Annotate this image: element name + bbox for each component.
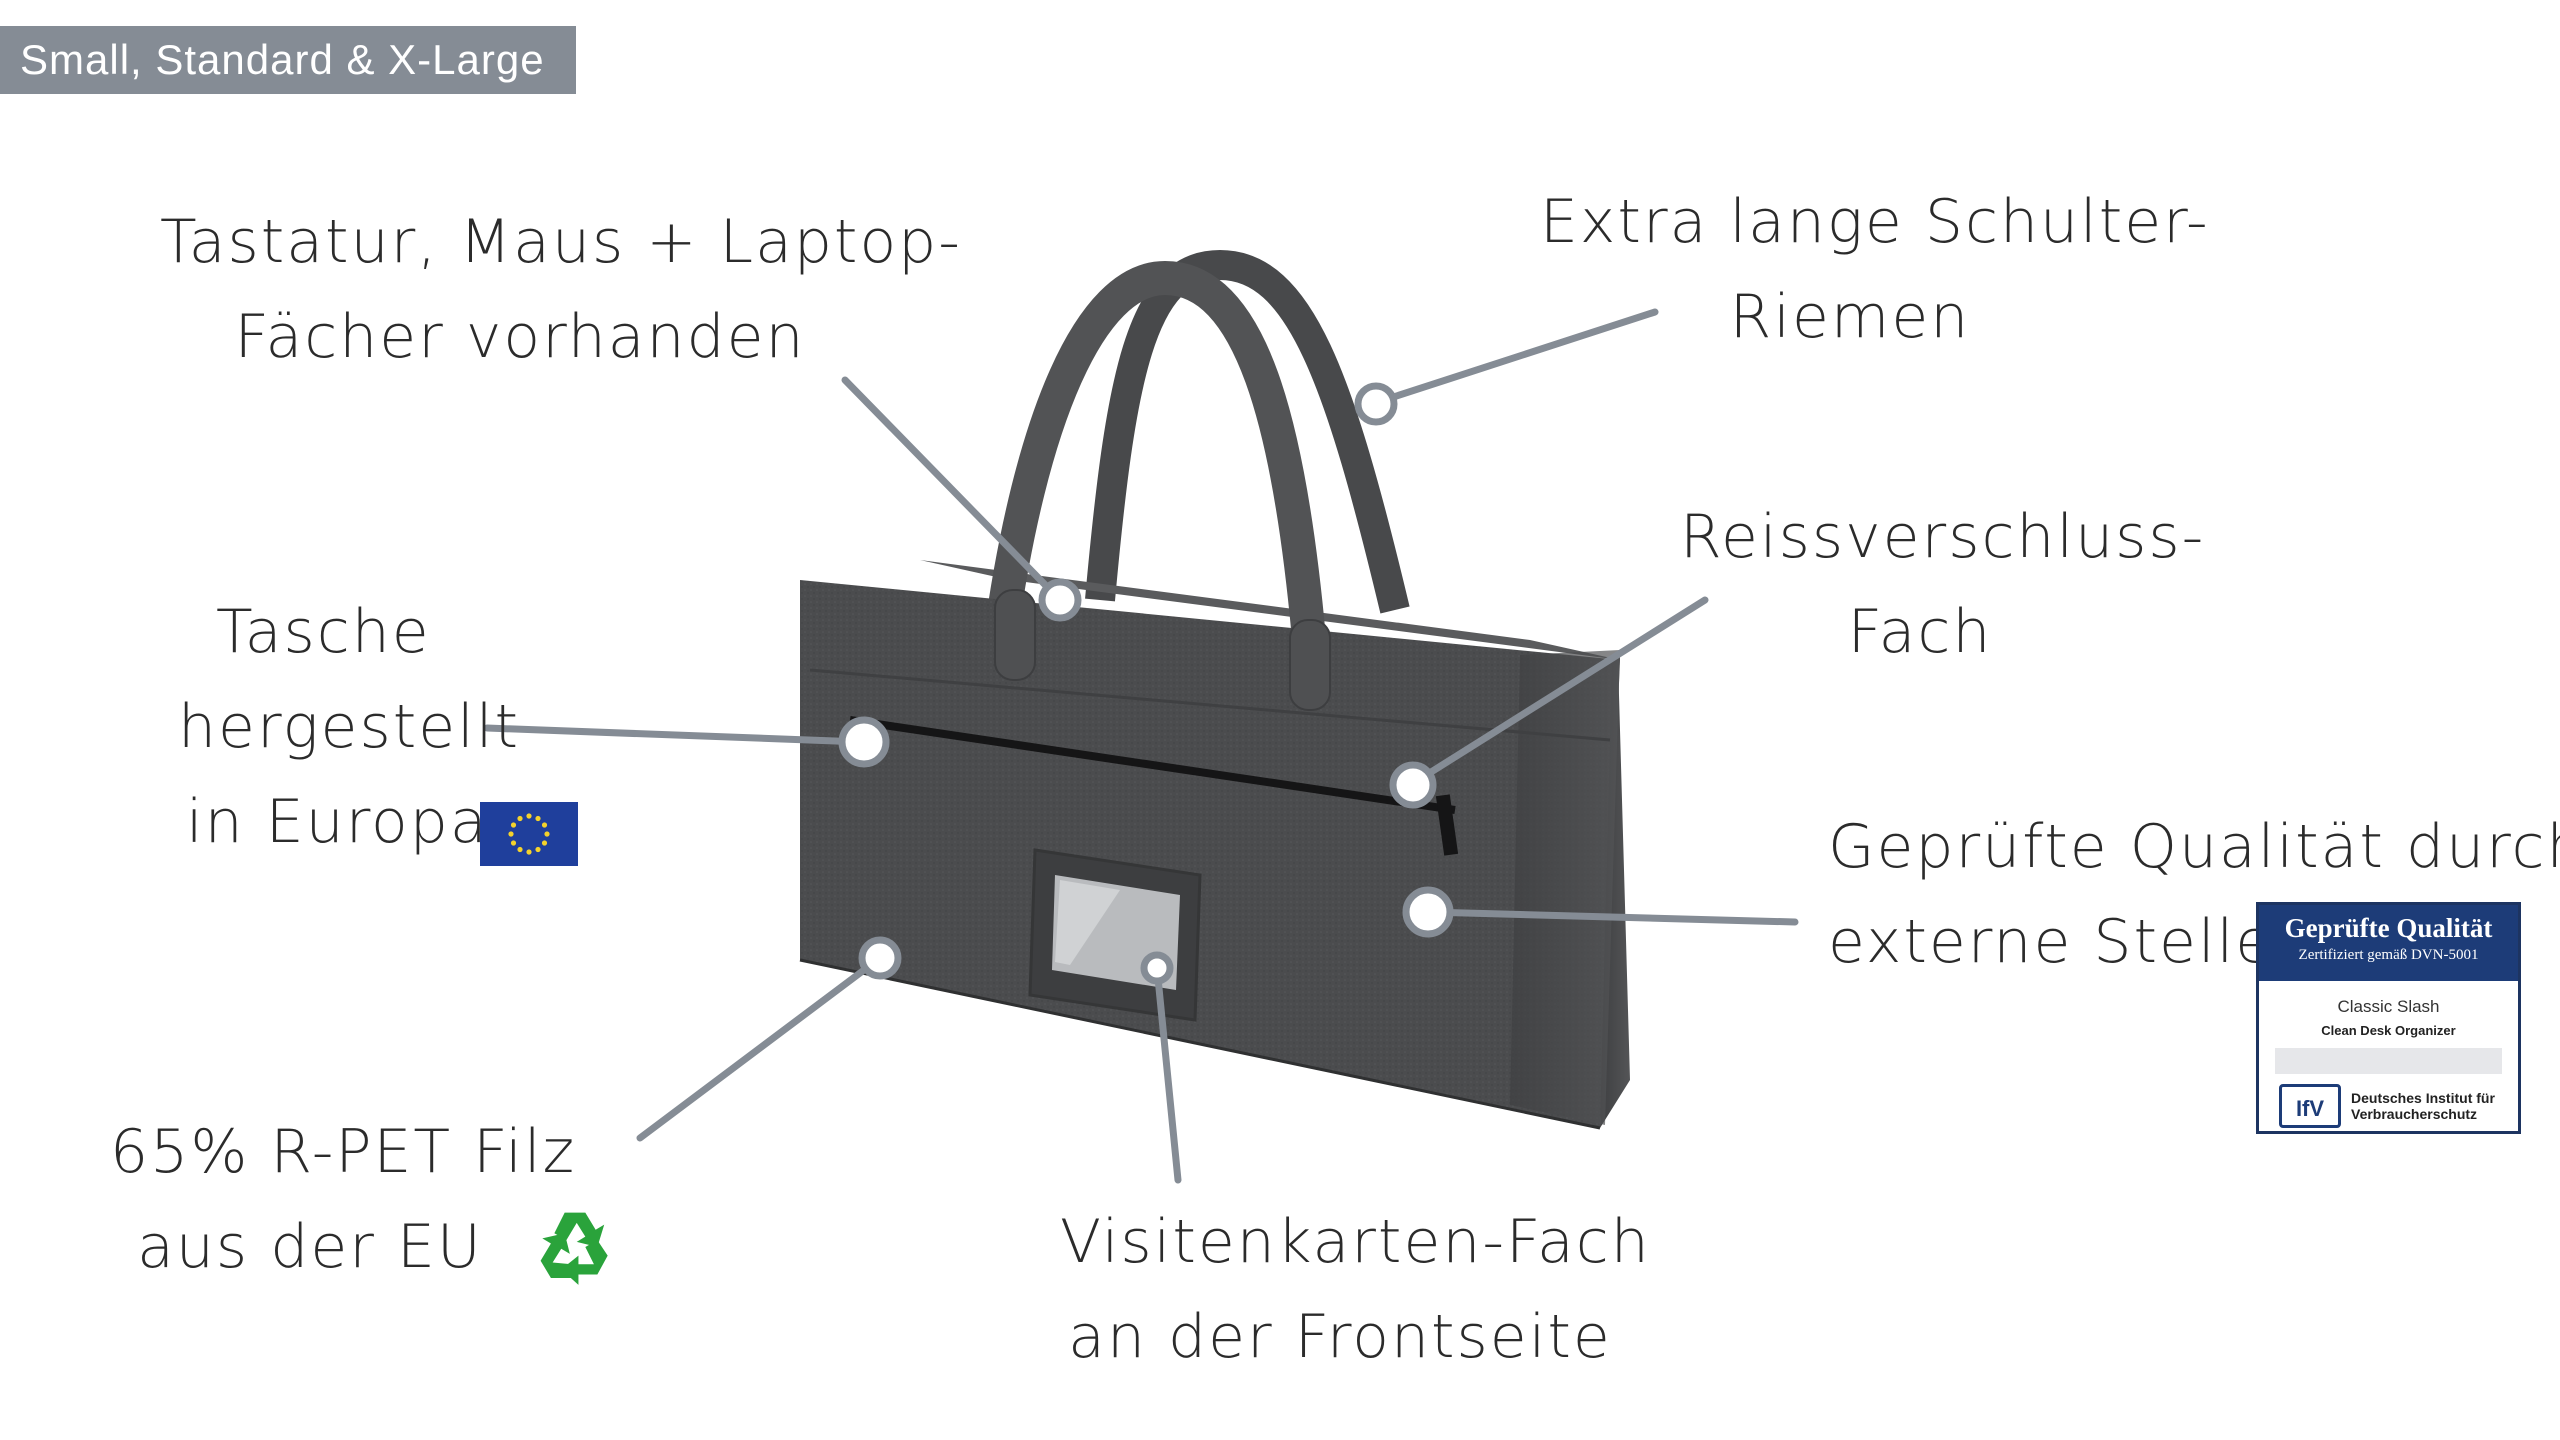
badge-header: Geprüfte Qualität Zertifiziert gemäß DVN… [2259, 905, 2518, 981]
leader-keyboard [841, 376, 1062, 602]
leader-card [1153, 964, 1182, 1184]
label-keyboard: Tastatur, Maus + Laptop- Fächer vorhande… [160, 195, 962, 385]
label-strap: Extra lange Schulter- Riemen [1540, 175, 2210, 365]
hotspot-card [1140, 951, 1174, 985]
leader-lines [483, 308, 1799, 1184]
leader-quality [1424, 908, 1799, 926]
label-zipper-line1: Reissverschluss- [1680, 502, 2206, 572]
hotspot-keyboard [1038, 578, 1082, 622]
front-handle [983, 260, 1327, 652]
label-zipper: Reissverschluss- Fach [1680, 490, 2206, 680]
label-card-line1: Visitenkarten-Fach [1060, 1207, 1651, 1277]
bag-front [800, 580, 1620, 1128]
label-quality-line1: Geprüfte Qualität durch [1828, 812, 2560, 882]
leader-felt [636, 954, 884, 1142]
label-card-line2: an der Frontseite [1068, 1302, 1612, 1372]
label-keyboard-line2: Fächer vorhanden [234, 302, 806, 372]
zipper-pull [1435, 794, 1459, 856]
label-strap-line1: Extra lange Schulter- [1540, 187, 2210, 257]
badge-product-line: Clean Desk Organizer [2321, 1023, 2456, 1038]
hotspot-quality [1402, 886, 1454, 938]
bag-bottom-edge [799, 958, 1601, 1130]
badge-title: Geprüfte Qualität [2284, 913, 2493, 943]
hotspot-zipper [1389, 761, 1437, 809]
rim-seam [809, 668, 1611, 742]
label-europe-line1: Tasche [216, 597, 431, 667]
badge-footer: IfV Deutsches Institut für Verbrauchersc… [2279, 1084, 2518, 1128]
recycle-icon [540, 1212, 608, 1285]
badge-org-line2: Verbraucherschutz [2351, 1106, 2478, 1122]
label-zipper-line2: Fach [1847, 597, 1993, 667]
back-handle [1085, 249, 1410, 614]
label-europe-line2: hergestellt [178, 692, 521, 762]
label-europe: Tasche hergestellt in Europa [178, 585, 521, 870]
label-felt-line2: aus der EU [137, 1212, 483, 1282]
label-quality: Geprüfte Qualität durch externe Stellen [1828, 800, 2560, 990]
leader-zipper [1408, 596, 1709, 788]
hotspot-strap [1354, 382, 1398, 426]
leader-europe [483, 724, 866, 746]
leader-strap [1371, 308, 1659, 407]
card-window-shine [1055, 880, 1120, 965]
quality-badge: Geprüfte Qualität Zertifiziert gemäß DVN… [2256, 902, 2521, 1134]
badge-org-line1: Deutsches Institut für [2351, 1090, 2495, 1106]
ifv-logo: IfV [2279, 1084, 2341, 1128]
bag-inner [920, 560, 1620, 660]
handle-tab-left [994, 589, 1036, 681]
hotspot-europe [838, 716, 890, 768]
hotspot-felt [858, 936, 902, 980]
label-card: Visitenkarten-Fach an der Frontseite [1060, 1195, 1651, 1385]
label-strap-line2: Riemen [1729, 282, 1971, 352]
badge-org: Deutsches Institut für Verbraucherschutz [2351, 1090, 2495, 1122]
label-keyboard-line1: Tastatur, Maus + Laptop- [160, 207, 962, 277]
label-quality-line2: externe Stellen [1828, 907, 2315, 977]
label-felt-line1: 65% R-PET Filz [110, 1117, 577, 1187]
size-tag: Small, Standard & X-Large [0, 26, 576, 94]
badge-fineprint [2275, 1048, 2502, 1074]
handle-tab-right [1289, 619, 1331, 711]
eu-flag-icon [480, 802, 578, 866]
label-felt: 65% R-PET Filz aus der EU [110, 1105, 577, 1295]
bag-side-panel [1510, 650, 1620, 1125]
zipper [849, 716, 1456, 814]
badge-product: Classic Slash [2337, 997, 2440, 1016]
hotspots [838, 382, 1454, 985]
label-europe-line3: in Europa [186, 787, 489, 857]
badge-subtitle: Zertifiziert gemäß DVN-5001 [2298, 947, 2479, 963]
